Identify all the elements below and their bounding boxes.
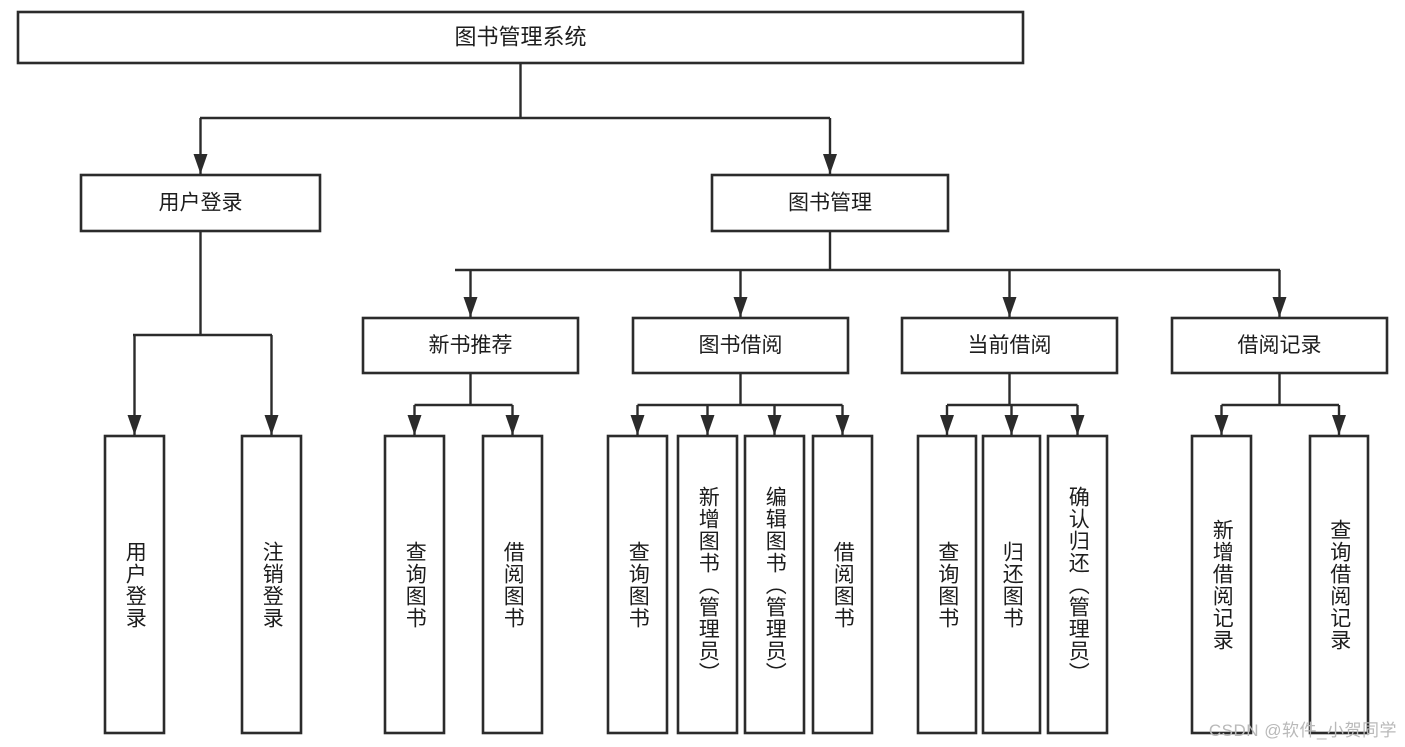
- arrow-head-icon-leaf-add-record: [1214, 415, 1229, 435]
- node-leaf-leaf-return-book-box: [981, 434, 1042, 735]
- node-leaf-leaf-confirm-return[interactable]: [1046, 434, 1109, 735]
- arrow-head-icon-leaf-user-login: [127, 415, 142, 435]
- node-leaf-leaf-query-book-cur[interactable]: [916, 434, 978, 735]
- node-leaf-leaf-logout[interactable]: [240, 434, 303, 735]
- node-root-system-label: 图书管理系统: [454, 24, 586, 49]
- node-leaf-leaf-add-record[interactable]: [1190, 434, 1253, 735]
- node-leaf-leaf-edit-book-box: [743, 434, 806, 735]
- node-level1-user-login-label: 用户登录: [159, 192, 243, 215]
- node-level1-user-login[interactable]: 用户登录: [79, 173, 322, 233]
- node-level2-book-borrow-box: [631, 316, 850, 375]
- node-level1-book-manage[interactable]: 图书管理: [710, 173, 950, 233]
- node-level1-book-manage-box: [710, 173, 950, 233]
- node-leaf-leaf-query-book-rec-box: [383, 434, 446, 735]
- arrow-head-icon-leaf-confirm-return: [1070, 415, 1085, 435]
- node-leaf-leaf-borrow-book-box: [811, 434, 874, 735]
- node-leaf-leaf-add-book-box: [676, 434, 739, 735]
- arrow-head-icon-leaf-query-book-cur: [940, 415, 954, 435]
- node-level2-new-book-rec[interactable]: 新书推荐: [361, 316, 580, 375]
- node-leaf-leaf-user-login-box: [103, 434, 166, 735]
- node-leaf-leaf-borrow-book[interactable]: [811, 434, 874, 735]
- node-level2-current-borrow-label: 当前借阅: [968, 334, 1052, 357]
- node-leaf-leaf-query-book-borrow-box: [606, 434, 669, 735]
- node-leaf-leaf-borrow-book-rec[interactable]: [481, 434, 544, 735]
- node-leaf-leaf-confirm-return-box: [1046, 434, 1109, 735]
- node-level1-user-login-box: [79, 173, 322, 233]
- node-level2-new-book-rec-label: 新书推荐: [429, 334, 513, 357]
- node-leaf-leaf-query-book-cur-box: [916, 434, 978, 735]
- arrow-head-icon-leaf-logout: [264, 415, 279, 435]
- arrow-head-icon-leaf-query-book-rec: [407, 415, 422, 435]
- node-leaf-leaf-user-login[interactable]: [103, 434, 166, 735]
- node-leaf-leaf-logout-box: [240, 434, 303, 735]
- node-leaf-leaf-query-book-borrow[interactable]: [606, 434, 669, 735]
- arrow-head-icon-leaf-return-book: [1004, 415, 1019, 435]
- node-leaf-leaf-query-record[interactable]: [1308, 434, 1370, 735]
- node-level1-book-manage-label: 图书管理: [788, 192, 872, 215]
- csdn-watermark: CSDN @软件_小贺同学: [1208, 721, 1397, 740]
- arrow-head-icon-level2-1: [733, 297, 748, 317]
- arrow-head-icon-level1-1: [823, 154, 837, 174]
- node-leaf-leaf-query-book-rec[interactable]: [383, 434, 446, 735]
- arrow-head-icon-leaf-query-book-borrow: [630, 415, 645, 435]
- node-level2-borrow-record-label: 借阅记录: [1238, 334, 1322, 357]
- arrow-head-icon-level1-0: [193, 154, 208, 174]
- arrow-head-icon-level2-0: [463, 297, 478, 317]
- arrow-head-icon-leaf-add-book: [700, 415, 715, 435]
- node-root-system[interactable]: 图书管理系统: [16, 10, 1025, 65]
- node-level2-book-borrow[interactable]: 图书借阅: [631, 316, 850, 375]
- arrow-head-icon-leaf-borrow-book: [835, 415, 850, 435]
- node-leaf-leaf-borrow-book-rec-box: [481, 434, 544, 735]
- arrow-head-icon-level2-3: [1272, 297, 1287, 317]
- node-root-system-box: [16, 10, 1025, 65]
- node-leaf-leaf-query-record-box: [1308, 434, 1370, 735]
- node-leaf-leaf-edit-book[interactable]: [743, 434, 806, 735]
- node-leaf-leaf-return-book[interactable]: [981, 434, 1042, 735]
- connectors-layer: [127, 63, 1346, 435]
- node-level2-borrow-record[interactable]: 借阅记录: [1170, 316, 1389, 375]
- node-leaf-leaf-add-book[interactable]: [676, 434, 739, 735]
- arrow-head-icon-leaf-edit-book: [767, 415, 782, 435]
- node-level2-book-borrow-label: 图书借阅: [699, 334, 783, 357]
- node-leaf-leaf-add-record-box: [1190, 434, 1253, 735]
- node-level2-current-borrow-box: [900, 316, 1119, 375]
- node-level2-new-book-rec-box: [361, 316, 580, 375]
- node-level2-borrow-record-box: [1170, 316, 1389, 375]
- node-level2-current-borrow[interactable]: 当前借阅: [900, 316, 1119, 375]
- arrow-head-icon-leaf-borrow-book-rec: [505, 415, 520, 435]
- arrow-head-icon-leaf-query-record: [1332, 415, 1346, 435]
- arrow-head-icon-level2-2: [1002, 297, 1017, 317]
